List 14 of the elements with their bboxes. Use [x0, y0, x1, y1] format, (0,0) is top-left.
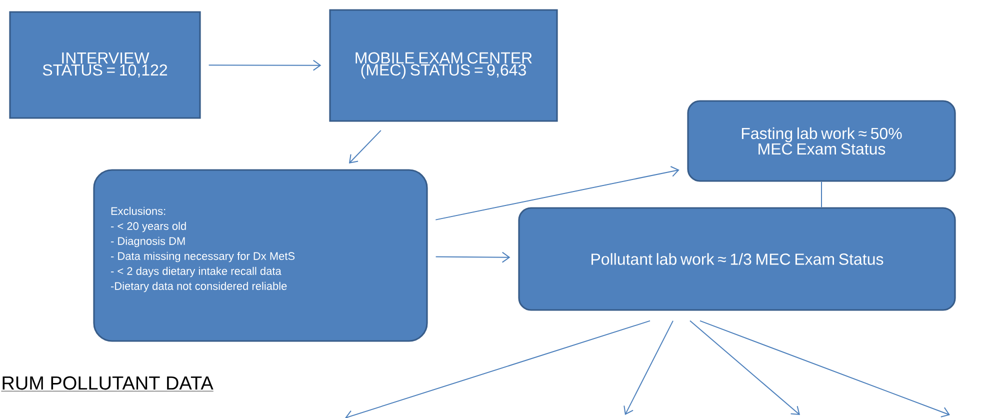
status-box: INTERVIEW STATUS = 10,122	[9, 11, 201, 119]
arrow	[435, 252, 510, 263]
arrow	[208, 60, 322, 71]
lab-work-box: Pollutant lab work ≈ 1/3 MEC Exam Status	[518, 207, 956, 311]
exclusions-box: Exclusions: - < 20 years old - Diagnosis DM - Data missing necessary for Dx MetS - < 2 days dietary intake recall data -Dietary data not considered reliable	[93, 169, 428, 342]
status-box: MOBILE EXAM CENTER (MEC) STATUS = 9,643	[329, 9, 558, 122]
arrow	[345, 320, 650, 418]
arrow	[435, 166, 680, 220]
arrow	[700, 320, 950, 418]
arrow	[348, 130, 382, 164]
arrow	[624, 320, 674, 415]
lab-work-box: Fasting lab work ≈ 50% MEC Exam Status	[687, 100, 956, 182]
section-heading: RUM POLLUTANT DATA	[1, 376, 214, 392]
arrow	[690, 320, 800, 415]
